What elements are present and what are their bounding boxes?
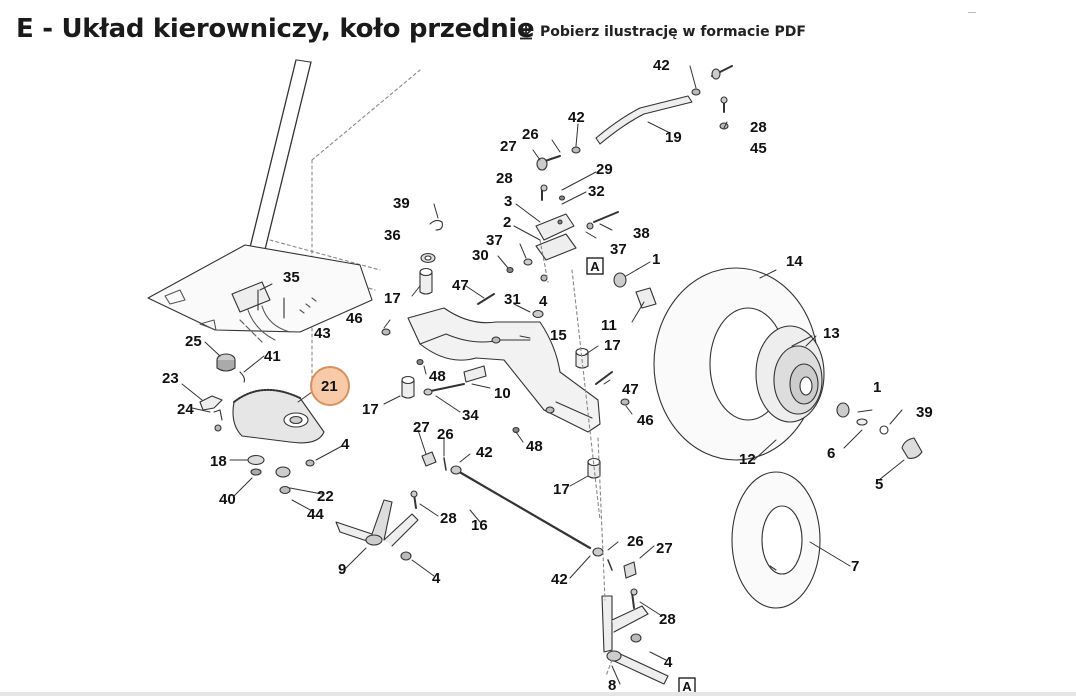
reference-mark-a: A: [590, 259, 600, 274]
part-label[interactable]: 28: [496, 170, 513, 187]
part-label[interactable]: 37: [610, 241, 627, 258]
part-label[interactable]: 7: [851, 558, 859, 575]
part-label[interactable]: 44: [307, 506, 324, 523]
part-label[interactable]: 13: [823, 325, 840, 342]
part-label[interactable]: 43: [314, 325, 331, 342]
part-label[interactable]: 27: [500, 138, 517, 155]
part-label[interactable]: 48: [429, 368, 446, 385]
part-label[interactable]: 31: [504, 291, 521, 308]
part-label[interactable]: 22: [317, 488, 334, 505]
part-label[interactable]: 4: [432, 570, 441, 587]
part-label[interactable]: 42: [551, 571, 568, 588]
part-label[interactable]: 26: [522, 126, 539, 143]
part-label[interactable]: 47: [452, 277, 469, 294]
part-label[interactable]: 4: [539, 293, 548, 310]
part-label[interactable]: 2: [503, 214, 511, 231]
part-label[interactable]: 37: [486, 232, 503, 249]
part-label[interactable]: 11: [601, 317, 617, 334]
page-title: E - Układ kierowniczy, koło przednie: [16, 14, 535, 44]
part-label[interactable]: 32: [588, 183, 605, 200]
part-label[interactable]: 35: [283, 269, 300, 286]
part-label[interactable]: 47: [622, 381, 639, 398]
part-label[interactable]: 4: [664, 654, 673, 671]
part-label[interactable]: 14: [786, 253, 803, 270]
part-label[interactable]: 45: [750, 140, 767, 157]
part-label[interactable]: 17: [384, 290, 401, 307]
highlighted-part-label[interactable]: 21: [321, 378, 338, 395]
part-label[interactable]: 17: [604, 337, 621, 354]
part-label[interactable]: 23: [162, 370, 179, 387]
part-label[interactable]: 42: [476, 444, 493, 461]
bottom-divider: [0, 692, 1076, 696]
part-label[interactable]: 30: [472, 247, 489, 264]
part-label[interactable]: 26: [627, 533, 644, 550]
part-label[interactable]: 16: [471, 517, 488, 534]
part-label[interactable]: 17: [553, 481, 570, 498]
part-label[interactable]: 18: [210, 453, 227, 470]
part-label[interactable]: 28: [440, 510, 457, 527]
part-label[interactable]: 1: [873, 379, 881, 396]
part-label[interactable]: 34: [462, 407, 479, 424]
part-label[interactable]: 39: [916, 404, 933, 421]
part-label[interactable]: 10: [494, 385, 511, 402]
reference-mark-a: A: [682, 679, 692, 694]
page-header: E - Układ kierowniczy, koło przednie Pob…: [0, 0, 1076, 60]
part-label[interactable]: 27: [413, 419, 430, 436]
part-label[interactable]: 15: [550, 327, 567, 344]
part-label[interactable]: 25: [185, 333, 202, 350]
download-pdf-label: Pobierz ilustrację w formacie PDF: [540, 24, 806, 40]
part-label[interactable]: 26: [437, 426, 454, 443]
part-label[interactable]: 24: [177, 401, 194, 418]
part-label[interactable]: 48: [526, 438, 543, 455]
download-icon: [518, 24, 534, 40]
part-label[interactable]: 46: [637, 412, 654, 429]
part-label[interactable]: 19: [665, 129, 682, 146]
part-label[interactable]: 28: [659, 611, 676, 628]
part-label[interactable]: 40: [219, 491, 236, 508]
part-label[interactable]: 41: [264, 348, 281, 365]
part-label[interactable]: 46: [346, 310, 363, 327]
part-label[interactable]: 5: [875, 476, 883, 493]
part-label[interactable]: 27: [656, 540, 673, 557]
part-label[interactable]: 29: [596, 161, 613, 178]
part-label[interactable]: 42: [653, 57, 670, 74]
part-label[interactable]: 42: [568, 109, 585, 126]
part-labels: 42 19 28 45 26 42 27 29 28 32 3 38 39 2 …: [162, 57, 933, 694]
part-label[interactable]: 12: [739, 451, 756, 468]
part-label[interactable]: 36: [384, 227, 401, 244]
part-label[interactable]: 17: [362, 401, 379, 418]
corner-mark: [968, 12, 976, 13]
part-label[interactable]: 3: [504, 193, 512, 210]
diagram-drawing: [147, 59, 923, 685]
part-label[interactable]: 28: [750, 119, 767, 136]
download-pdf-link[interactable]: Pobierz ilustrację w formacie PDF: [518, 24, 806, 40]
part-label[interactable]: 9: [338, 561, 346, 578]
part-label[interactable]: 4: [341, 436, 350, 453]
part-highlight-marker[interactable]: [310, 366, 350, 406]
part-label[interactable]: 1: [652, 251, 660, 268]
part-label[interactable]: 8: [608, 677, 616, 694]
part-label[interactable]: 38: [633, 225, 650, 242]
part-label[interactable]: 6: [827, 445, 835, 462]
part-label[interactable]: 39: [393, 195, 410, 212]
